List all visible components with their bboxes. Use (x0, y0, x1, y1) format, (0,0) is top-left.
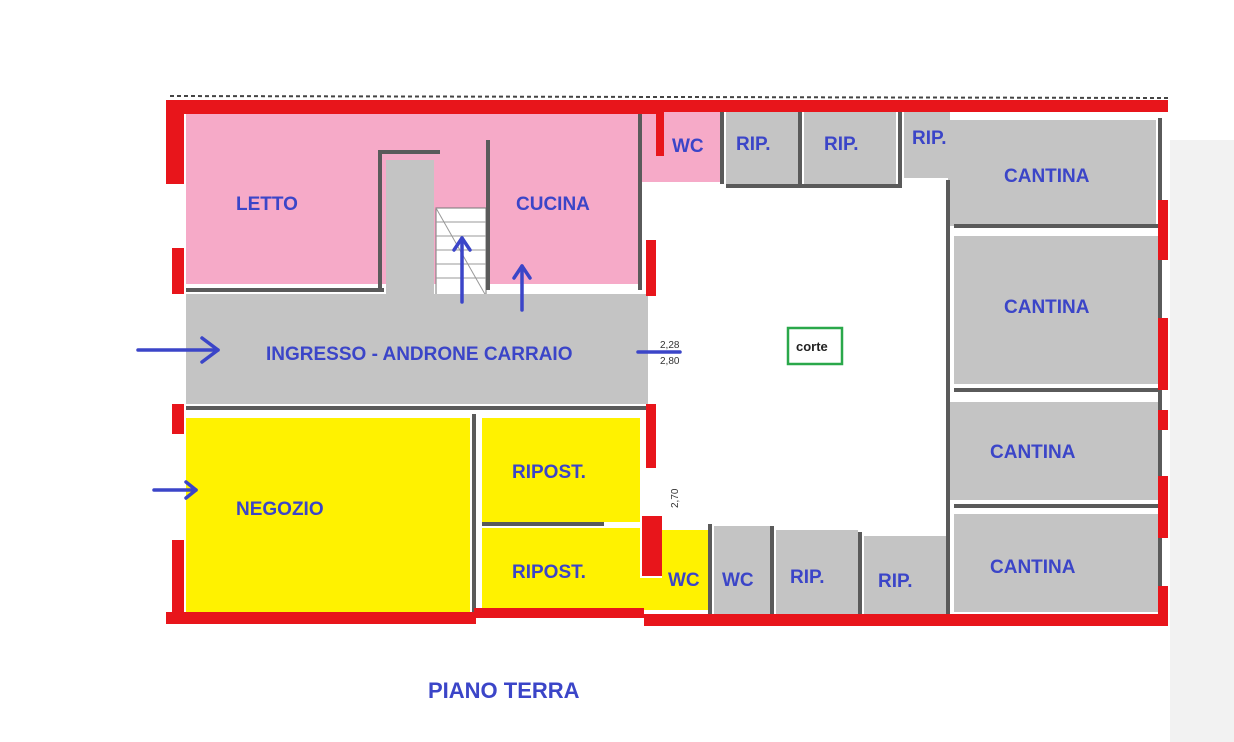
room-rip-top-2 (804, 112, 896, 184)
label-ripost-2: RIPOST. (512, 562, 586, 583)
label-ingresso: INGRESSO - ANDRONE CARRAIO (266, 344, 572, 365)
label-wc-top: WC (672, 136, 704, 157)
arrow-icon (136, 336, 220, 364)
label-cantina-2: CANTINA (1004, 297, 1090, 318)
right-margin-shade (1170, 140, 1234, 742)
room-cantina-1 (948, 120, 1156, 226)
label-rip-top-3: RIP. (912, 128, 947, 149)
room-cantina-3 (948, 402, 1158, 500)
label-wc-bottom-1: WC (668, 570, 700, 591)
corte-box (786, 326, 844, 366)
room-ripost-1 (482, 418, 640, 522)
room-rip-top-3 (904, 112, 950, 178)
label-letto: LETTO (236, 194, 298, 215)
room-cantina-2 (954, 236, 1158, 384)
room-cantina-4 (954, 514, 1158, 612)
label-rip-top-2: RIP. (824, 134, 859, 155)
room-wc-top (640, 112, 722, 182)
room-rip-top-1 (726, 112, 798, 184)
dimension-label: 2,80 (660, 356, 680, 367)
label-cantina-3: CANTINA (990, 442, 1076, 463)
dimension-label: 2,28 (660, 340, 680, 351)
label-rip-top-1: RIP. (736, 134, 771, 155)
corridor-core (386, 160, 434, 300)
room-negozio (186, 418, 470, 618)
room-rip-bottom-1 (776, 530, 858, 616)
label-cantina-1: CANTINA (1004, 166, 1090, 187)
arrow-icon (452, 236, 472, 304)
label-cantina-4: CANTINA (990, 557, 1076, 578)
label-ripost-1: RIPOST. (512, 462, 586, 483)
label-rip-bottom-2: RIP. (878, 571, 913, 592)
room-ingresso (186, 294, 648, 404)
room-wc-bottom-1 (662, 530, 708, 610)
label-cucina: CUCINA (516, 194, 590, 215)
room-rip-bottom-2 (864, 536, 950, 618)
roof-dashed-line (169, 95, 1169, 99)
arrow-icon (152, 480, 198, 500)
label-wc-bottom-2: WC (722, 570, 754, 591)
label-negozio: NEGOZIO (236, 499, 324, 520)
room-wc-bottom-2 (714, 526, 770, 614)
exterior-walls (166, 100, 1168, 626)
entrance-arrows (136, 236, 682, 500)
page-title: PIANO TERRA (428, 678, 580, 703)
label-rip-bottom-1: RIP. (790, 567, 825, 588)
label-corte: corte (796, 339, 828, 354)
dimension-label: 2,70 (670, 488, 681, 508)
arrow-icon (512, 264, 532, 312)
room-ripost-2 (482, 528, 640, 610)
